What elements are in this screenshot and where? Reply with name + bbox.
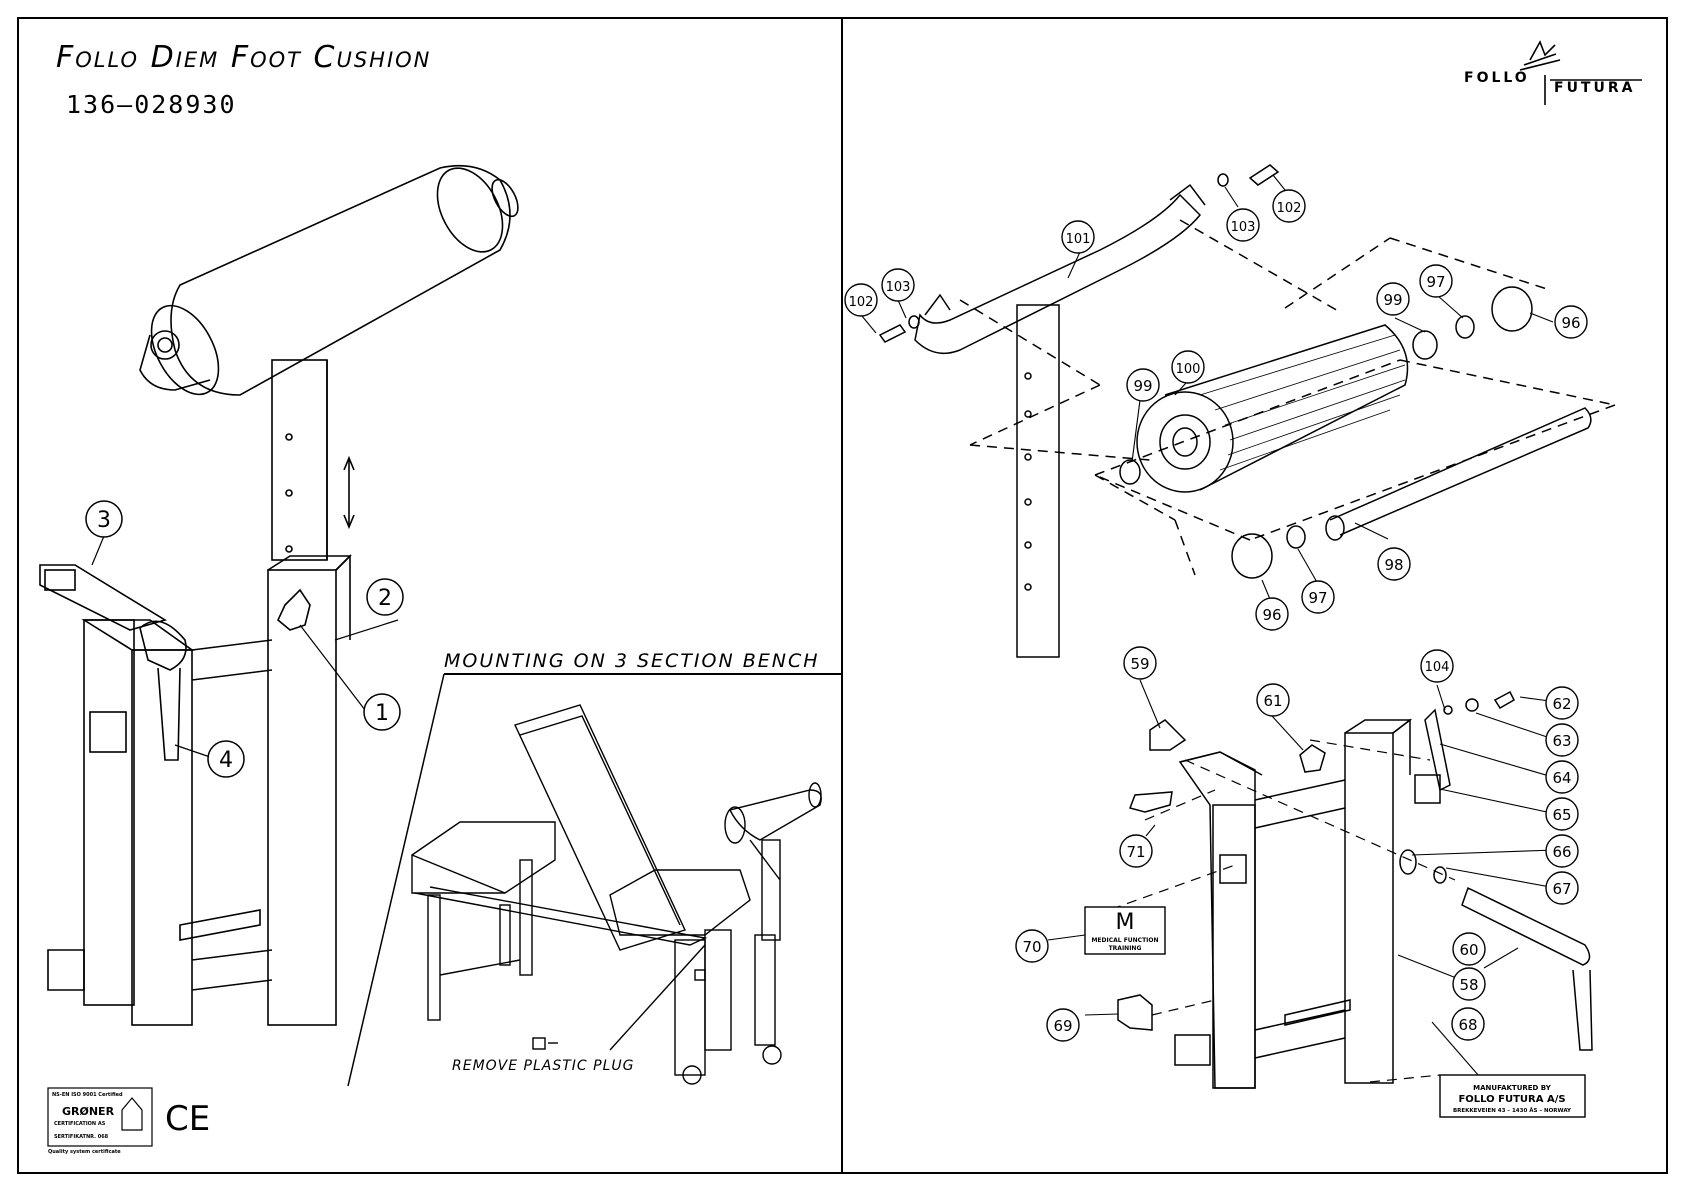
callout-circle-4 [207, 740, 245, 778]
callout-circle-67 [1545, 871, 1579, 905]
callout-circle-104 [1420, 649, 1454, 683]
callout-circle-60 [1452, 932, 1486, 966]
callout-58: 58 [1459, 976, 1478, 994]
callout-circle-70 [1015, 929, 1049, 963]
callout-circle-71 [1119, 834, 1153, 868]
medical-label: M MEDICAL FUNCTION TRAINING [1084, 906, 1166, 955]
manufacturer-line2: FOLLO FUTURA A/S [1458, 1094, 1565, 1105]
callout-70: 70 [1022, 938, 1041, 956]
ce-mark: CE [165, 1099, 210, 1139]
callout-99a: 99 [1383, 291, 1402, 309]
callout-4: 4 [219, 748, 233, 773]
callout-102a: 102 [1277, 201, 1302, 216]
bench-inset-drawing [411, 704, 822, 1085]
callout-circle-97b [1301, 580, 1335, 614]
callout-circle-63 [1545, 723, 1579, 757]
callout-circle-2 [366, 578, 404, 616]
callout-circle-3 [85, 500, 123, 538]
callout-circle-96b [1255, 597, 1289, 631]
callout-circle-62 [1545, 686, 1579, 720]
callout-circle-102b [844, 283, 878, 317]
callout-circle-100 [1171, 350, 1205, 384]
callout-circle-98 [1377, 547, 1411, 581]
callout-circle-1 [363, 693, 401, 731]
callout-circle-96a [1554, 305, 1588, 339]
brand-logo-mark [1519, 40, 1642, 105]
callout-59: 59 [1130, 655, 1149, 673]
callout-96b: 96 [1262, 606, 1281, 624]
callout-104: 104 [1425, 660, 1450, 675]
callout-68: 68 [1458, 1016, 1477, 1034]
callout-103b: 103 [886, 280, 911, 295]
callout-102b: 102 [849, 295, 874, 310]
part-number: 136–028930 [66, 90, 237, 119]
callout-circle-101 [1061, 220, 1095, 254]
medical-label-line1: MEDICAL FUNCTION [1091, 937, 1158, 944]
callout-66: 66 [1552, 843, 1571, 861]
callout-62: 62 [1552, 695, 1571, 713]
callout-circle-97a [1419, 264, 1453, 298]
callout-1: 1 [375, 701, 389, 726]
callout-97b: 97 [1308, 589, 1327, 607]
manufacturer-line3: BREKKEVEIEN 43 – 1430 ÅS – NORWAY [1453, 1107, 1572, 1114]
callout-103a: 103 [1231, 220, 1256, 235]
left-assembly [39, 164, 519, 1026]
callout-97a: 97 [1426, 273, 1445, 291]
callout-circle-69 [1046, 1008, 1080, 1042]
brand-name-left: FOLLO [1464, 70, 1530, 86]
callout-3: 3 [97, 508, 111, 533]
callout-65: 65 [1552, 806, 1571, 824]
accreditation-seal [121, 1097, 143, 1131]
callout-60: 60 [1459, 941, 1478, 959]
callout-101: 101 [1066, 232, 1091, 247]
callout-circle-58 [1452, 967, 1486, 1001]
callout-circle-61 [1256, 683, 1290, 717]
medical-label-line2: TRAINING [1109, 945, 1142, 952]
inset-title: MOUNTING ON 3 SECTION BENCH [444, 650, 820, 672]
manufacturer-label: MANUFAKTURED BY FOLLO FUTURA A/S BREKKEV… [1439, 1074, 1586, 1118]
cert-line2: CERTIFICATION AS [54, 1121, 106, 1127]
certification-block: NS-EN ISO 9001 Certified GRØNER CERTIFIC… [47, 1087, 210, 1155]
cert-line3: SERTIFIKATNR. 068 [54, 1134, 109, 1140]
callout-2: 2 [378, 586, 392, 611]
callout-69: 69 [1053, 1017, 1072, 1035]
callout-circle-64 [1545, 760, 1579, 794]
callout-71: 71 [1126, 843, 1145, 861]
document-title: Follo Diem Foot Cushion [56, 40, 432, 75]
roller-assembly-drawing [878, 164, 1616, 658]
callout-67: 67 [1552, 880, 1571, 898]
callout-64: 64 [1552, 769, 1571, 787]
callout-96a: 96 [1561, 314, 1580, 332]
callout-circle-102a [1272, 189, 1306, 223]
inset-divider-diagonal [347, 673, 445, 1087]
cert-line4: Quality system certificate [48, 1149, 121, 1155]
brand-name-right: FUTURA [1554, 80, 1636, 96]
frame-assembly-drawing [1094, 690, 1593, 1089]
cert-line1: NS-EN ISO 9001 Certified [52, 1092, 123, 1098]
inset-note: REMOVE PLASTIC PLUG [452, 1058, 635, 1074]
callout-100: 100 [1176, 362, 1201, 377]
callout-circle-103b [881, 268, 915, 302]
callout-98: 98 [1384, 556, 1403, 574]
callout-99b: 99 [1133, 377, 1152, 395]
cert-brand: GRØNER [62, 1105, 115, 1118]
callout-circle-68 [1451, 1007, 1485, 1041]
callout-61: 61 [1263, 692, 1282, 710]
callout-63: 63 [1552, 732, 1571, 750]
manufacturer-line1: MANUFAKTURED BY [1473, 1084, 1552, 1092]
medical-label-letter: M [1116, 910, 1135, 935]
callout-circle-99a [1376, 282, 1410, 316]
callout-circle-99b [1126, 368, 1160, 402]
callout-circle-103a [1226, 208, 1260, 242]
callout-circle-65 [1545, 797, 1579, 831]
callout-circle-66 [1545, 834, 1579, 868]
callout-circle-59 [1123, 646, 1157, 680]
